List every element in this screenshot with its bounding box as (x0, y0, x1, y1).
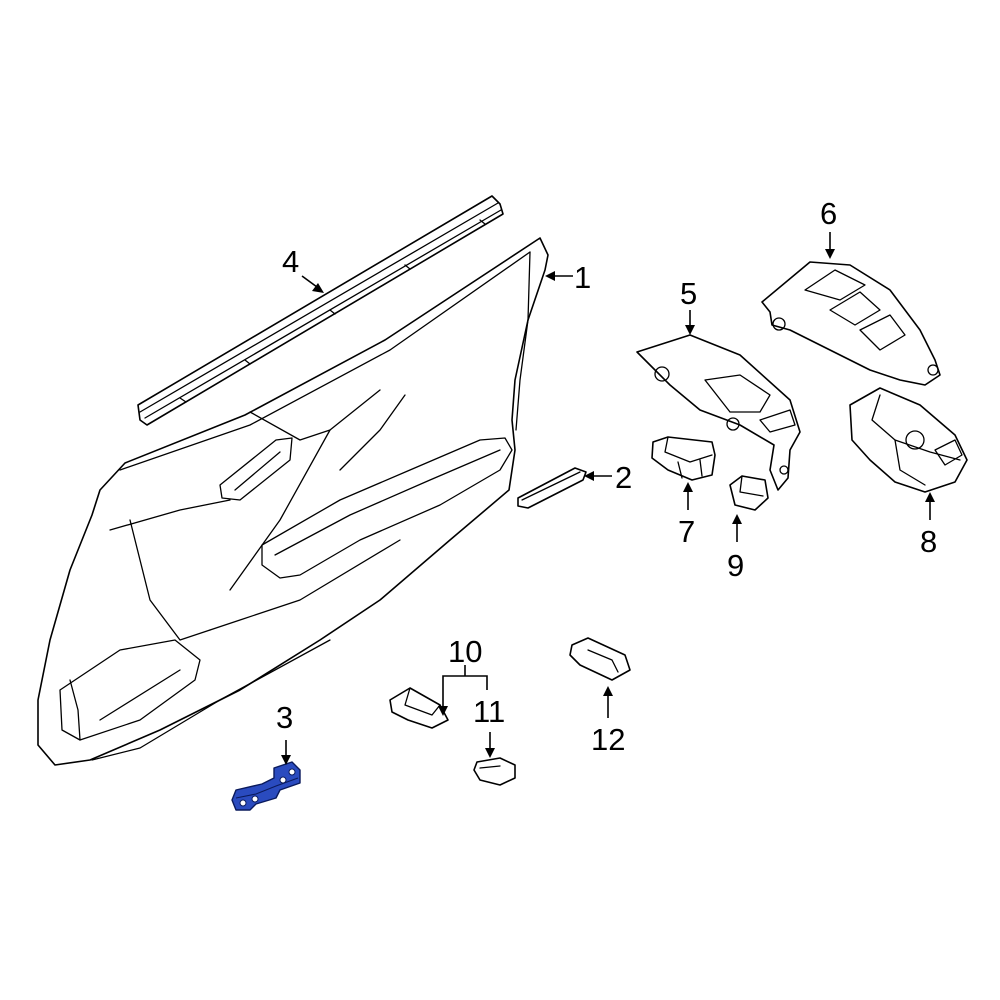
callout-labels: 1 2 3 4 5 6 7 8 9 10 11 12 (276, 196, 937, 757)
part-7-switch[interactable] (651, 436, 716, 481)
part-6-switch-panel-cover[interactable] (761, 261, 941, 386)
callout-3: 3 (276, 700, 293, 735)
part-5-switch-bezel[interactable] (636, 334, 801, 491)
callout-1: 1 (574, 260, 591, 295)
callout-4: 4 (282, 244, 299, 279)
callout-7: 7 (678, 514, 695, 549)
callout-9: 9 (727, 548, 744, 583)
callout-6: 6 (820, 196, 837, 231)
callout-5: 5 (680, 276, 697, 311)
part-2-trim-strip[interactable] (517, 467, 587, 509)
part-8-master-switch[interactable] (849, 387, 968, 493)
part-3-bracket-highlighted[interactable] (231, 761, 301, 811)
callout-11: 11 (473, 694, 505, 729)
part-11-cap[interactable] (473, 757, 516, 786)
part-10-clip[interactable] (389, 687, 449, 729)
part-9-switch[interactable] (729, 475, 769, 511)
callout-8: 8 (920, 524, 937, 559)
part-12-courtesy-lamp[interactable] (569, 637, 631, 681)
callout-12: 12 (591, 722, 625, 757)
leader-lines (281, 232, 935, 765)
part-1-door-trim-panel[interactable] (37, 237, 549, 766)
callout-10: 10 (448, 634, 482, 669)
callout-2: 2 (615, 460, 632, 495)
part-4-belt-molding[interactable] (137, 195, 504, 426)
